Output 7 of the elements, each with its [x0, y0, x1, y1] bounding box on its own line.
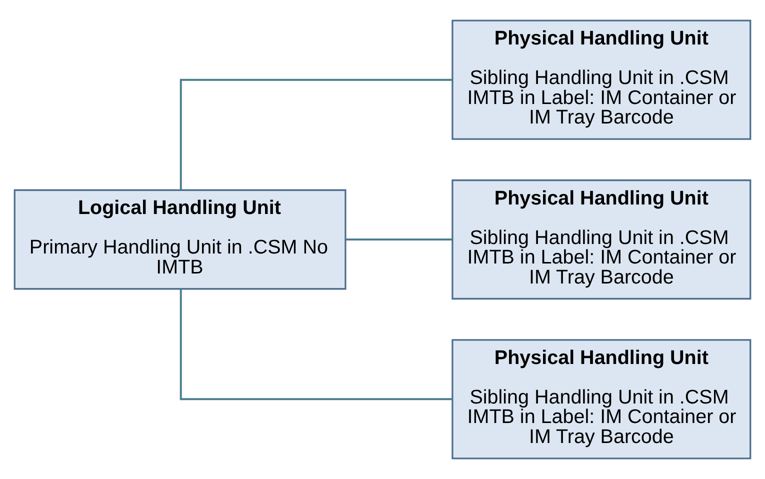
connector	[180, 78, 452, 190]
node-box: Logical Handling Unit Primary Handling Unit in .CSM No IMTB	[14, 189, 346, 290]
connector	[180, 289, 452, 400]
node-box: Physical Handling Unit Sibling Handling Unit in .CSM IMTB in Label: IM Container or IM Tray Barcode	[452, 339, 752, 460]
connector	[346, 238, 452, 240]
node-box: Physical Handling Unit Sibling Handling Unit in .CSM IMTB in Label: IM Container or IM Tray Barcode	[452, 20, 752, 140]
node-box: Physical Handling Unit Sibling Handling Unit in .CSM IMTB in Label: IM Container or IM Tray Barcode	[452, 179, 752, 300]
